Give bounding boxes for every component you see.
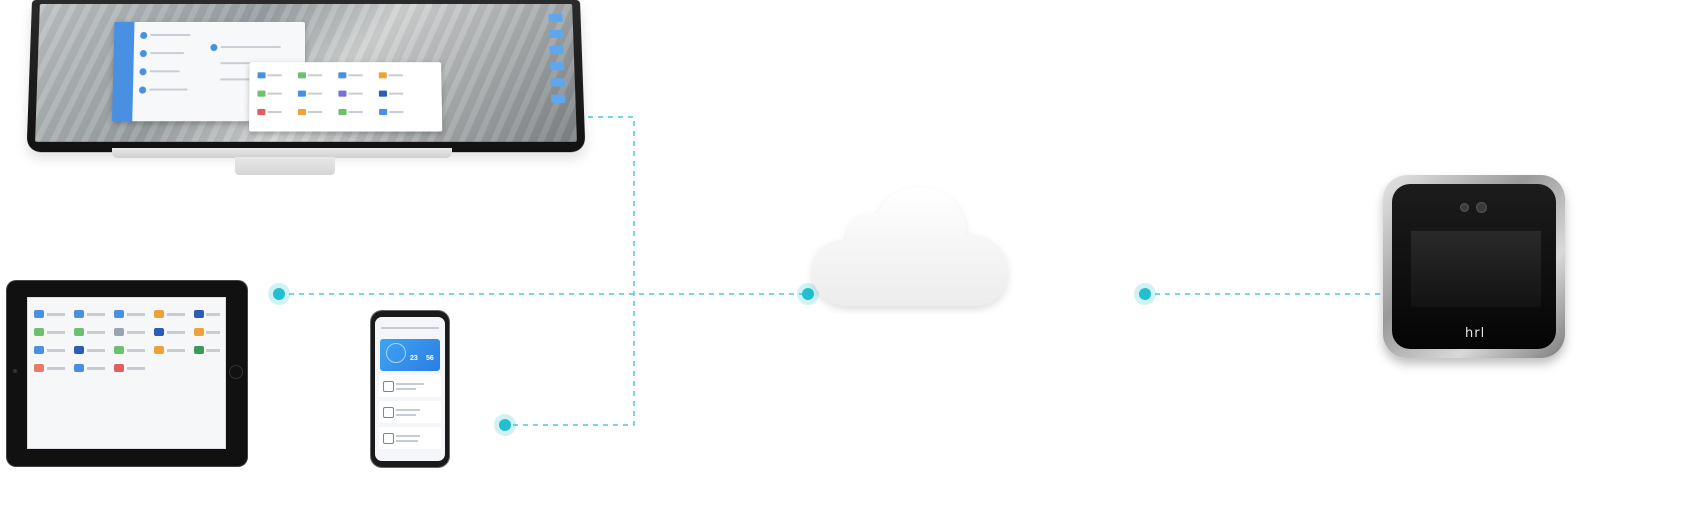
- imac-display: [35, 3, 577, 142]
- phone-stats-card: 23 56: [380, 339, 440, 371]
- connector-imac: [505, 116, 635, 426]
- cloud-icon: [811, 187, 1008, 306]
- phone-screen: 23 56: [375, 317, 445, 461]
- terminal-display: [1411, 231, 1541, 307]
- smartphone-icon: 23 56: [371, 311, 449, 467]
- node-cloud-right: [1134, 283, 1156, 305]
- phone-stat-left: 23: [410, 355, 418, 362]
- imac-stand: [235, 157, 335, 175]
- ipad-tablet-icon: [7, 281, 247, 466]
- node-ipad: [268, 283, 290, 305]
- node-cloud-left: [797, 283, 819, 305]
- app-grid-window: [249, 62, 443, 132]
- ipad-screen: [27, 297, 226, 449]
- phone-stat-right: 56: [426, 355, 434, 362]
- terminal-logo: hrl: [1465, 326, 1486, 341]
- imac-desktop-icon: [26, 0, 586, 153]
- desktop-dock: [548, 13, 566, 111]
- imac-chin: [112, 148, 452, 158]
- node-phone: [494, 414, 516, 436]
- face-recognition-terminal-icon: hrl: [1383, 175, 1565, 358]
